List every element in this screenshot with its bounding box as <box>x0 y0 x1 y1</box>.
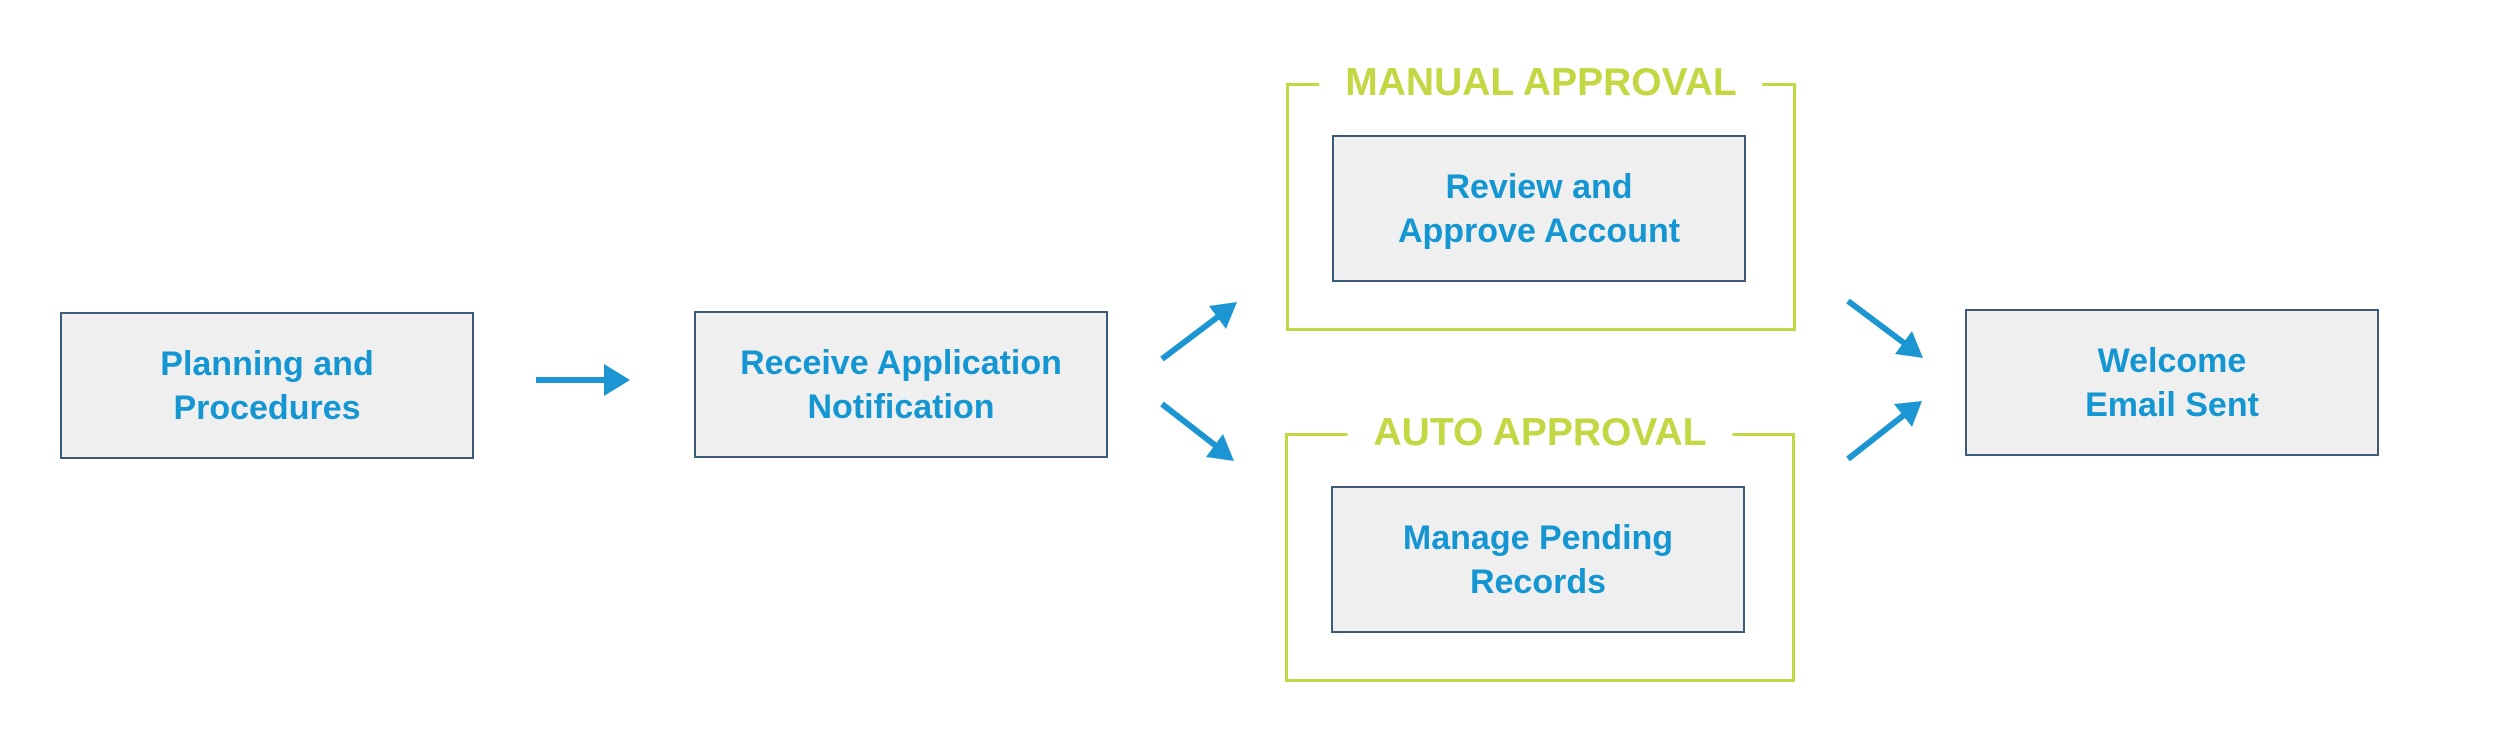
manual-approval-group: MANUAL APPROVAL <box>1286 56 1796 331</box>
node-planning-label: Planning and Procedures <box>160 344 374 427</box>
arrowhead-auto-to-welcome <box>1894 401 1922 427</box>
arrow-auto-to-welcome <box>1846 412 1906 462</box>
node-manage-pending-records: Manage Pending Records <box>1331 486 1745 633</box>
node-welcome-label: Welcome Email Sent <box>2085 341 2259 424</box>
node-review-and-approve-account: Review and Approve Account <box>1332 135 1746 282</box>
arrow-manual-to-welcome <box>1846 298 1906 346</box>
node-welcome-email-sent: Welcome Email Sent <box>1965 309 2379 456</box>
arrowhead-planning-to-receive <box>604 364 630 396</box>
manual-approval-title: MANUAL APPROVAL <box>1319 56 1763 110</box>
node-pending-label: Manage Pending Records <box>1402 518 1674 601</box>
arrowhead-receive-to-auto <box>1206 434 1234 461</box>
arrow-receive-to-auto <box>1160 401 1218 449</box>
node-receive-label: Receive Application Notification <box>740 343 1062 426</box>
auto-approval-group: AUTO APPROVAL <box>1285 406 1795 682</box>
node-planning-and-procedures: Planning and Procedures <box>60 312 474 459</box>
arrowhead-receive-to-manual <box>1209 302 1237 329</box>
auto-approval-title: AUTO APPROVAL <box>1347 406 1733 460</box>
arrow-receive-to-manual <box>1160 313 1221 362</box>
arrowhead-manual-to-welcome <box>1895 331 1923 358</box>
node-receive-application-notification: Receive Application Notification <box>694 311 1108 458</box>
node-review-label: Review and Approve Account <box>1397 167 1681 250</box>
